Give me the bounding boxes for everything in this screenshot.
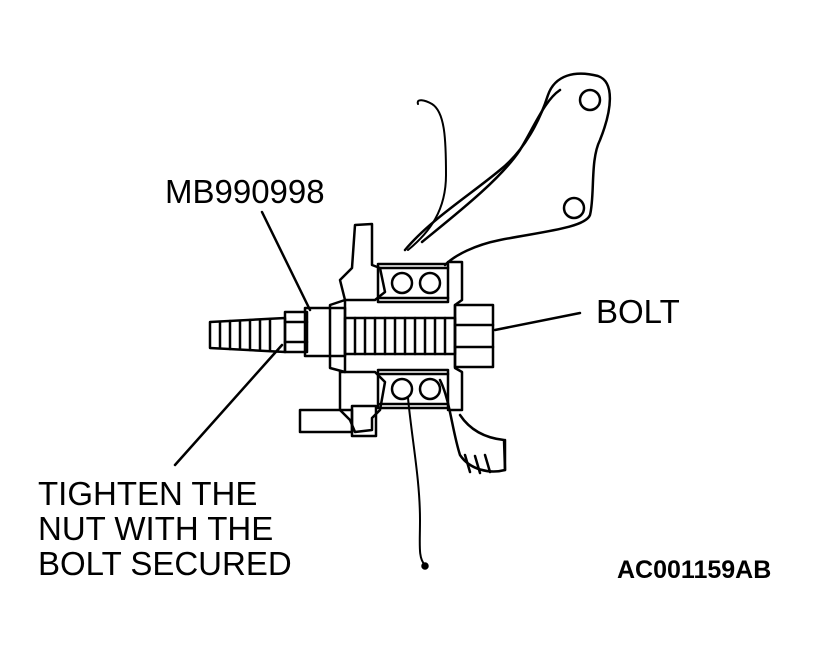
lower-mount-hole — [562, 196, 586, 220]
knuckle-upper-arm — [403, 72, 612, 267]
knuckle-lower-arm — [438, 378, 507, 475]
figure-code: AC001159AB — [617, 556, 772, 584]
instruction-line-2: NUT WITH THE — [38, 510, 274, 547]
bolt-leader — [493, 311, 582, 332]
threaded-stub — [208, 316, 287, 354]
bolt-label: BOLT — [596, 293, 680, 330]
instruction-line-3: BOLT SECURED — [38, 545, 292, 582]
nut-leader — [173, 343, 284, 467]
tool-label: MB990998 — [165, 173, 325, 210]
sensor-wire-top — [407, 99, 447, 251]
bearing-upper — [376, 262, 450, 304]
hub-flange — [328, 222, 387, 434]
bearing-lower — [376, 368, 450, 410]
bolt-head — [453, 303, 495, 369]
wire-end — [421, 562, 429, 570]
sensor-wire-bottom — [407, 397, 426, 566]
special-tool — [283, 306, 347, 358]
tool-leader — [260, 210, 312, 312]
threaded-rod — [343, 316, 457, 356]
upper-mount-hole — [578, 88, 602, 112]
instruction-line-1: TIGHTEN THE — [38, 475, 258, 512]
wheel-stud — [298, 404, 378, 438]
instruction-text: TIGHTEN THE NUT WITH THE BOLT SECURED — [38, 476, 292, 581]
